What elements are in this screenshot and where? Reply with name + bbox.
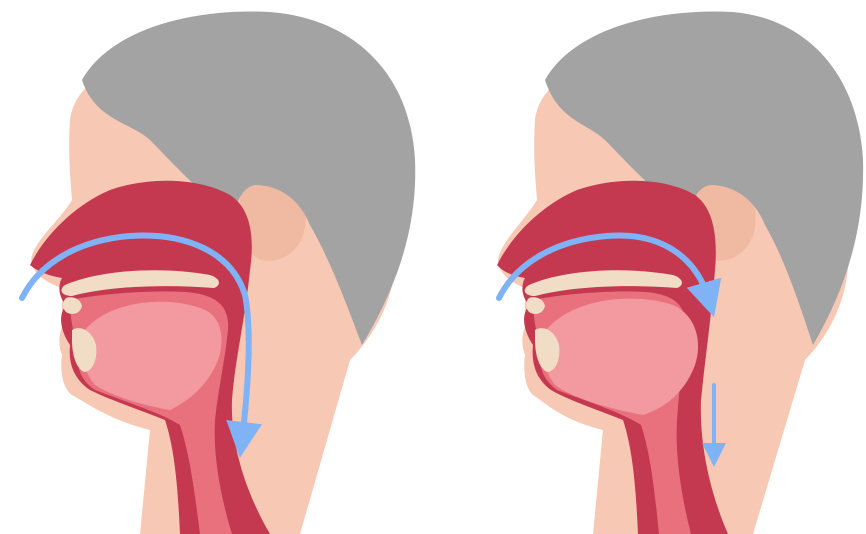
panel-open-airway	[0, 0, 433, 534]
panel-obstructed-airway	[433, 0, 866, 534]
head-profile-open-airway	[0, 0, 433, 534]
head-profile-obstructed-airway	[433, 0, 866, 534]
